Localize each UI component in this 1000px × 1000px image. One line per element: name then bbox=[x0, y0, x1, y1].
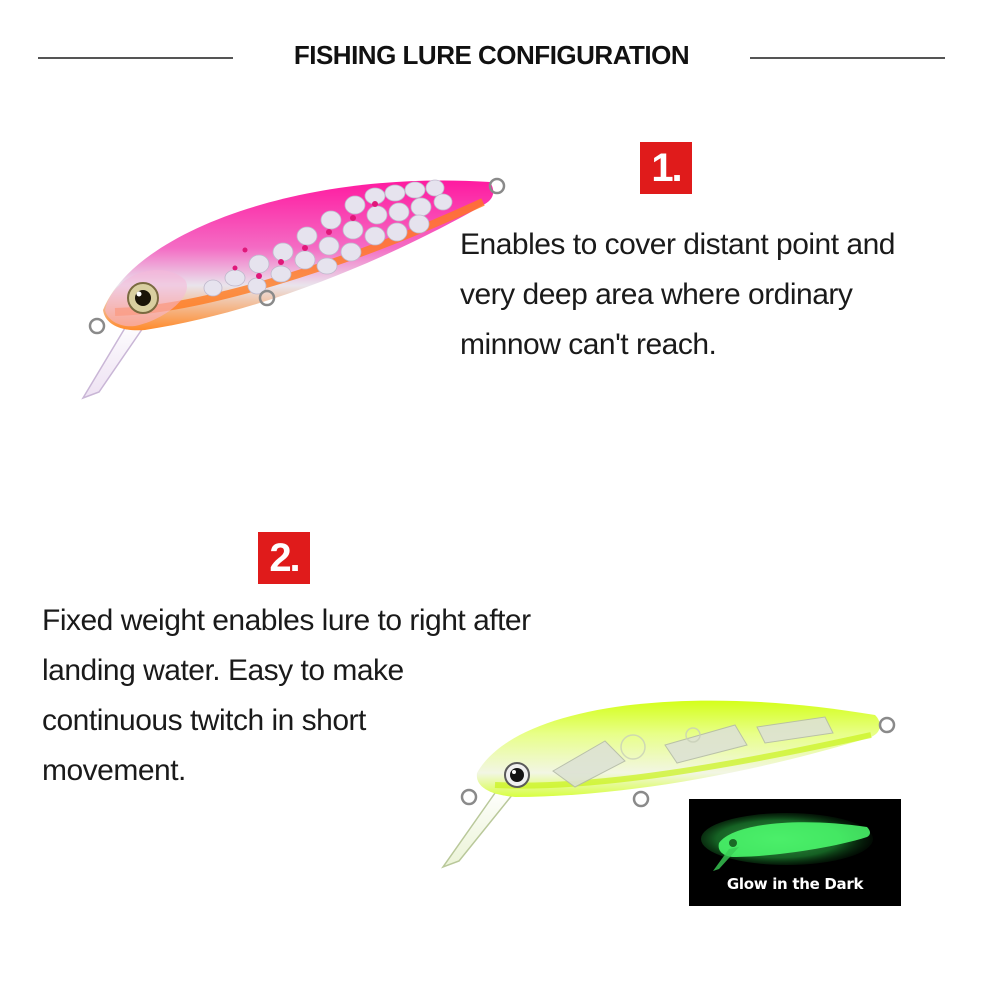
chartreuse-minnow-lure-image bbox=[440, 700, 896, 869]
feature-1-line-2: very deep area where ordinary bbox=[460, 278, 853, 311]
feature-2-description: Fixed weight enables lure to right after… bbox=[42, 596, 531, 796]
feature-1-line-3: minnow can't reach. bbox=[460, 328, 717, 361]
feature-2-line-1: Fixed weight enables lure to right after bbox=[42, 604, 531, 637]
glow-in-dark-inset: Glow in the Dark bbox=[689, 799, 901, 906]
feature-2-number-badge: 2. bbox=[258, 532, 310, 584]
glow-in-dark-caption: Glow in the Dark bbox=[726, 875, 864, 893]
feature-1-description: Enables to cover distant point and very … bbox=[460, 220, 895, 370]
feature-1-number-badge: 1. bbox=[640, 142, 692, 194]
feature-2-line-3: continuous twitch in short bbox=[42, 704, 366, 737]
pink-minnow-lure-image bbox=[81, 177, 506, 400]
feature-1-line-1: Enables to cover distant point and bbox=[460, 228, 895, 261]
feature-2-line-4: movement. bbox=[42, 754, 186, 787]
feature-2-line-2: landing water. Easy to make bbox=[42, 654, 404, 687]
title-rule-left bbox=[38, 57, 233, 59]
title-rule-right bbox=[750, 57, 945, 59]
glowing-lure-image bbox=[701, 813, 873, 871]
page-title: FISHING LURE CONFIGURATION bbox=[293, 40, 690, 70]
